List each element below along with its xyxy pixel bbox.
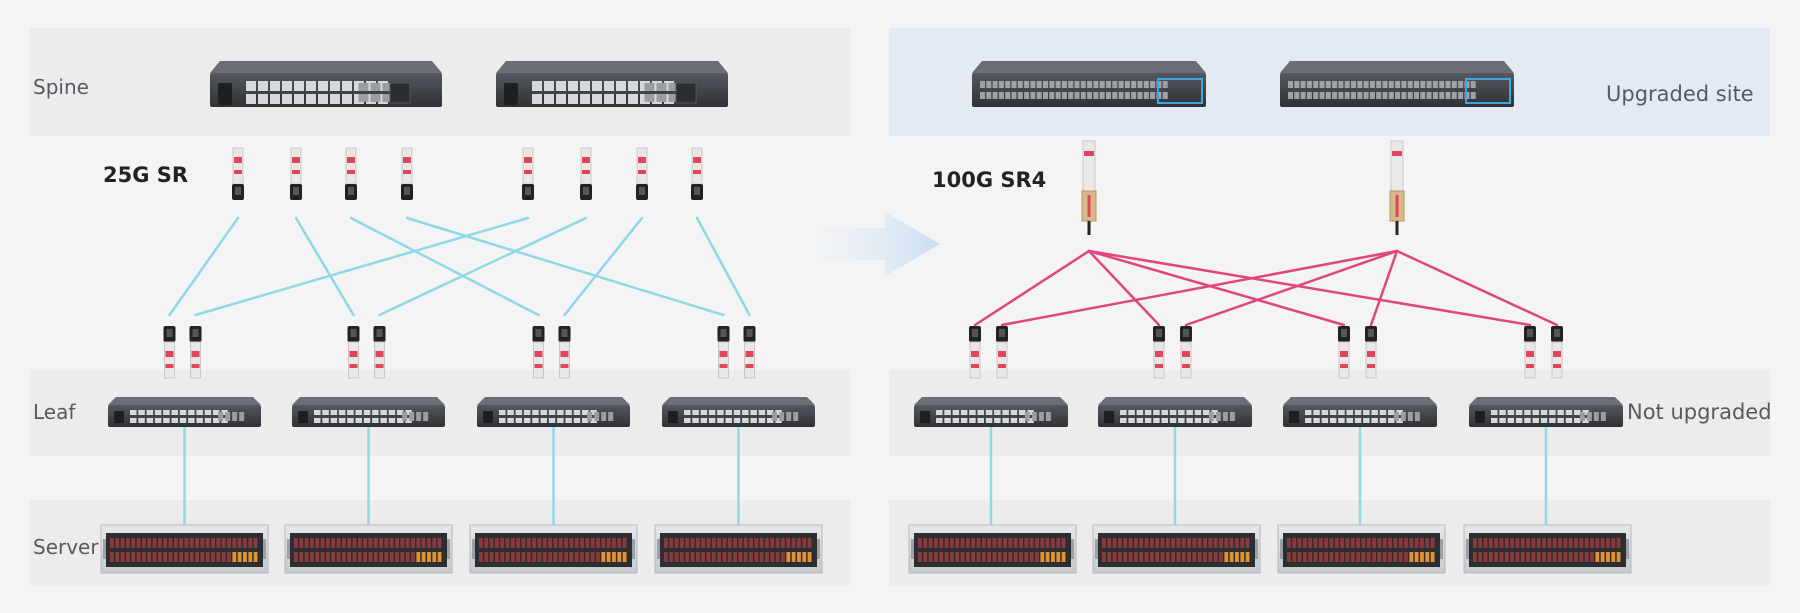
sfp28-transceiver-icon xyxy=(189,326,202,379)
leaf-switch-icon xyxy=(1098,397,1252,427)
sfp28-transceiver-icon xyxy=(1524,326,1536,379)
server-rack-icon xyxy=(654,524,823,574)
spine-leaf-link-25g xyxy=(294,216,355,317)
leaf-switch-icon xyxy=(1283,397,1437,427)
sfp28-transceiver-icon xyxy=(347,326,360,379)
sfp28-transceiver-icon xyxy=(1365,326,1377,379)
sfp28-transceiver-icon xyxy=(522,147,534,200)
sfp28-transceiver-icon xyxy=(743,326,756,379)
server-rack-icon xyxy=(100,524,269,574)
leaf-switch-icon xyxy=(1469,397,1623,427)
links-layer xyxy=(168,216,1559,527)
server-rack-icon xyxy=(469,524,638,574)
sfp28-transceiver-icon xyxy=(290,147,302,200)
leaf-switch-icon xyxy=(914,397,1068,427)
spine-leaf-link-25g xyxy=(168,216,240,317)
spine-leaf-breakout-link-100g xyxy=(1000,249,1399,327)
spine-row-label: Spine xyxy=(33,75,89,99)
sfp28-transceiver-icon xyxy=(636,147,648,200)
spine-leaf-breakout-link-100g xyxy=(1369,249,1399,327)
sfp28-transceiver-icon xyxy=(1153,326,1165,379)
sfp28-transceiver-icon xyxy=(1180,326,1192,379)
sfp28-transceiver-icon xyxy=(1338,326,1350,379)
spine-leaf-breakout-link-100g xyxy=(1087,249,1161,327)
sfp28-transceiver-icon xyxy=(717,326,730,379)
spine-leaf-link-25g xyxy=(695,216,751,317)
spine-leaf-link-25g xyxy=(194,216,530,317)
server-rack-icon xyxy=(1092,524,1261,574)
server-rack-icon xyxy=(1277,524,1446,574)
spine-leaf-breakout-link-100g xyxy=(973,249,1091,327)
spine-leaf-breakout-link-100g xyxy=(1087,249,1532,327)
left-panel xyxy=(30,28,850,586)
sfp28-transceiver-icon xyxy=(532,326,545,379)
sfp28-transceiver-icon xyxy=(996,326,1008,379)
spine-leaf-breakout-link-100g xyxy=(1087,249,1346,327)
server-rack-icon xyxy=(284,524,453,574)
sfp28-transceiver-icon xyxy=(969,326,981,379)
sfp28-transceiver-icon xyxy=(1551,326,1563,379)
devices-layer xyxy=(100,61,1632,574)
leaf-switch-icon xyxy=(477,397,630,427)
spine-leaf-link-25g xyxy=(349,216,540,317)
sfp28-transceiver-icon xyxy=(345,147,357,200)
sfp28-transceiver-icon xyxy=(163,326,176,379)
server-rack-icon xyxy=(1463,524,1632,574)
spine-switch-icon xyxy=(972,61,1206,107)
spine-leaf-breakout-link-100g xyxy=(1395,249,1559,327)
leaf-switch-icon xyxy=(292,397,445,427)
leaf-switch-icon xyxy=(662,397,815,427)
server-row-label: Server xyxy=(33,535,99,559)
transition-arrow-icon xyxy=(800,212,940,276)
left-link-speed-label: 25G SR xyxy=(103,163,189,187)
leaf-switch-icon xyxy=(108,397,261,427)
spine-leaf-link-25g xyxy=(405,216,725,317)
spine-leaf-link-25g xyxy=(378,216,588,317)
sfp28-transceiver-icon xyxy=(232,147,244,200)
sfp28-transceiver-icon xyxy=(401,147,413,200)
sfp28-transceiver-icon xyxy=(373,326,386,379)
spine-switch-icon xyxy=(210,61,442,107)
spine-leaf-link-25g xyxy=(563,216,644,317)
right-panel xyxy=(889,28,1770,586)
sfp28-transceiver-icon xyxy=(691,147,703,200)
qsfp28-transceiver-icon xyxy=(1389,140,1405,235)
transceivers-layer xyxy=(163,140,1563,379)
spine-switch-icon xyxy=(496,61,728,107)
spine-leaf-breakout-link-100g xyxy=(1184,249,1399,327)
right-link-speed-label: 100G SR4 xyxy=(932,168,1047,192)
spine-switch-icon xyxy=(1280,61,1514,107)
sfp28-transceiver-icon xyxy=(580,147,592,200)
leaf-row-label: Leaf xyxy=(33,400,76,424)
sfp28-transceiver-icon xyxy=(558,326,571,379)
qsfp28-transceiver-icon xyxy=(1081,140,1097,235)
not-upgraded-label: Not upgraded xyxy=(1627,400,1772,424)
upgraded-site-label: Upgraded site xyxy=(1606,82,1754,106)
server-rack-icon xyxy=(908,524,1077,574)
